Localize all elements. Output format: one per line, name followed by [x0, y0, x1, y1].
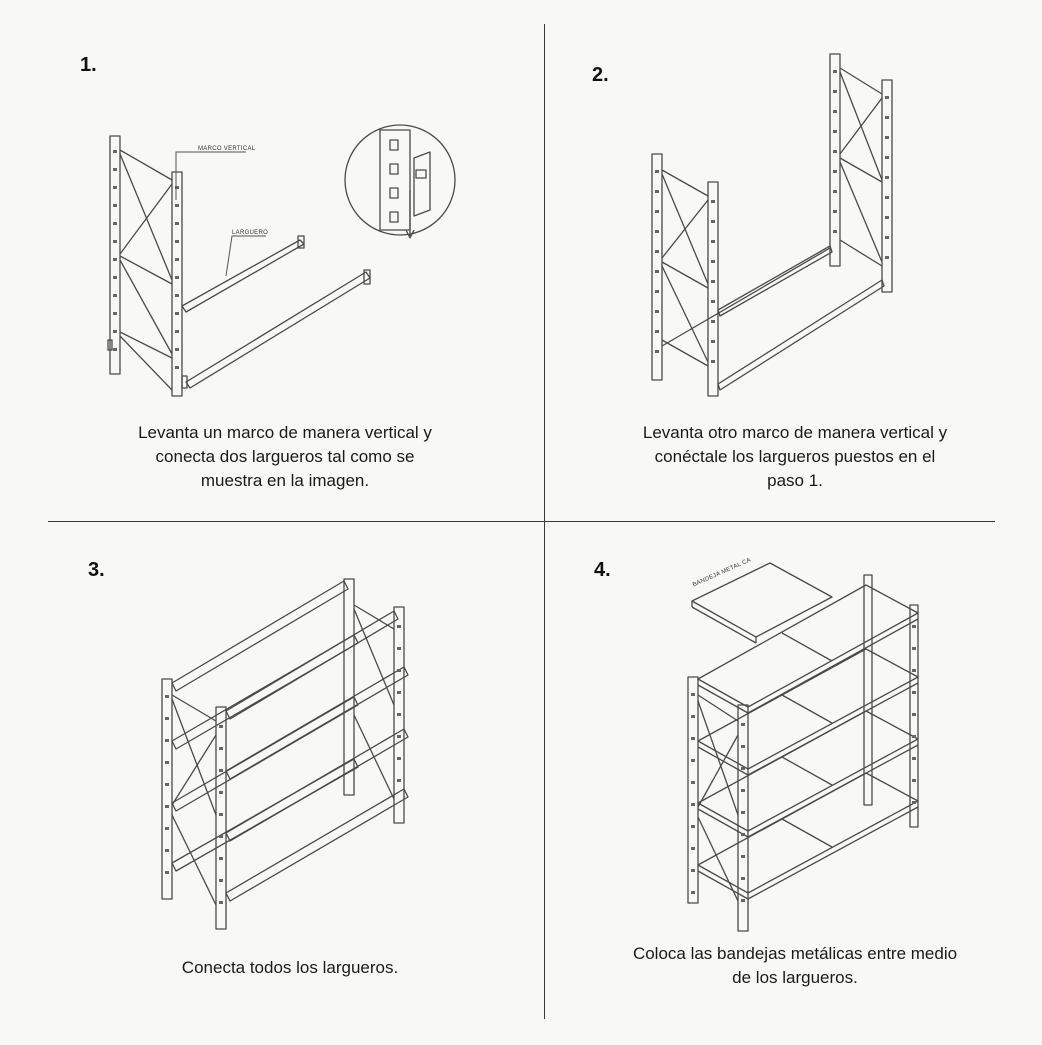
step-1-number: 1.	[80, 54, 97, 76]
step-1-caption: Levanta un marco de manera vertical y co…	[50, 421, 520, 493]
caption-line: Levanta un marco de manera vertical y	[138, 423, 432, 442]
step-2-illustration	[651, 53, 893, 397]
caption-line: conéctale los largueros puestos en el	[654, 447, 936, 466]
caption-line: Conecta todos los largueros.	[181, 958, 399, 977]
caption-line: Levanta otro marco de manera vertical y	[642, 423, 948, 442]
step-3-illustration	[161, 578, 409, 930]
step-3-panel: 3.	[50, 545, 520, 1045]
caption-line: de los largueros.	[732, 968, 858, 987]
step-2-panel: 2.	[560, 40, 1030, 540]
step-4-caption: Coloca las bandejas metálicas entre medi…	[560, 942, 1030, 990]
step-4-panel: 4.	[560, 545, 1030, 1045]
step-4-illustration	[687, 562, 919, 932]
step-2-caption: Levanta otro marco de manera vertical y …	[560, 421, 1030, 493]
beam-label: LARGUERO	[232, 230, 269, 236]
step-4-number: 4.	[594, 559, 611, 581]
caption-line: muestra en la imagen.	[200, 471, 370, 490]
caption-line: conecta dos largueros tal como se	[155, 447, 415, 466]
step-2-number: 2.	[592, 64, 609, 86]
step-1-illustration	[107, 124, 456, 397]
caption-line: paso 1.	[767, 471, 823, 490]
caption-line: Coloca las bandejas metálicas entre medi…	[632, 944, 958, 963]
step-1-panel: 1.	[50, 40, 520, 540]
horizontal-divider	[48, 521, 995, 522]
frame-label: MARCO VERTICAL	[198, 146, 256, 152]
step-3-caption: Conecta todos los largueros.	[55, 956, 525, 980]
step-3-number: 3.	[88, 559, 105, 581]
